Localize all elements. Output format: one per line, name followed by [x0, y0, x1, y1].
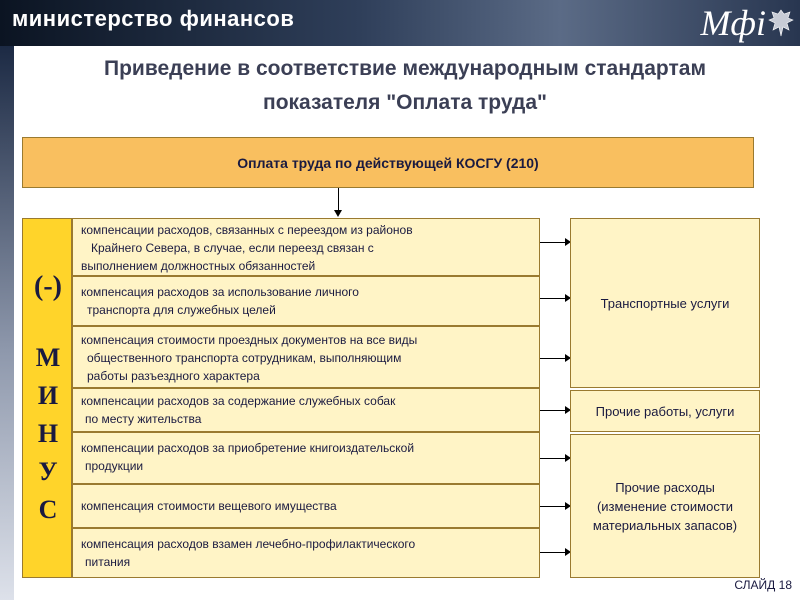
category-other-works: Прочие работы, услуги	[570, 390, 760, 432]
deduction-item-1: компенсации расходов, связанных с переез…	[72, 218, 540, 276]
right-arrow-icon	[565, 238, 571, 246]
item-line: компенсация стоимости проездных документ…	[81, 333, 418, 347]
item-line: компенсации расходов, связанных с переез…	[81, 223, 413, 237]
item-line: компенсации расходов за приобретение кни…	[81, 441, 415, 455]
minus-letter: С	[38, 495, 58, 524]
down-connector-line	[338, 188, 339, 212]
right-arrow-icon	[565, 548, 571, 556]
minus-word: М И Н У С	[23, 339, 73, 529]
ministry-logo: Мфi	[700, 3, 766, 43]
item-line: компенсация стоимости вещевого имущества	[81, 499, 337, 513]
arrow-line	[540, 242, 566, 243]
item-line: Крайнего Севера, в случае, если переезд …	[91, 241, 374, 255]
header-bar: министерство финансов Мфi	[0, 0, 800, 46]
deduction-item-5: компенсации расходов за приобретение кни…	[72, 432, 540, 484]
minus-letter: У	[38, 457, 58, 486]
deduction-item-4: компенсации расходов за содержание служе…	[72, 388, 540, 432]
right-arrow-icon	[565, 502, 571, 510]
right-arrow-icon	[565, 294, 571, 302]
category-other-expenses: Прочие расходы (изменение стоимости мате…	[570, 434, 760, 578]
category-label: материальных запасов)	[592, 517, 738, 533]
item-line: питания	[85, 555, 131, 569]
left-decor-stripe	[0, 46, 14, 600]
down-arrow-icon	[334, 210, 342, 217]
category-label: (изменение стоимости	[596, 498, 734, 514]
slide-title-line-1: Приведение в соответствие международным …	[104, 57, 706, 80]
slide-number: СЛАЙД 18	[734, 578, 792, 592]
item-line: выполнением должностных обязанностей	[81, 259, 316, 273]
slide-title-line-2: показателя "Оплата труда"	[263, 91, 547, 114]
arrow-line	[540, 552, 566, 553]
eagle-emblem-icon	[768, 9, 794, 37]
arrow-line	[540, 458, 566, 459]
category-label: Транспортные услуги	[600, 295, 730, 311]
arrow-line	[540, 298, 566, 299]
category-label: Прочие расходы	[615, 479, 715, 495]
ministry-name: министерство финансов	[12, 6, 295, 31]
category-transport-services: Транспортные услуги	[570, 218, 760, 388]
deduction-item-3: компенсация стоимости проездных документ…	[72, 326, 540, 388]
deduction-item-2: компенсация расходов за использование ли…	[72, 276, 540, 326]
minus-sign: (-)	[34, 271, 62, 302]
item-line: продукции	[85, 459, 144, 473]
right-arrow-icon	[565, 406, 571, 414]
minus-letter: М	[35, 343, 61, 372]
arrow-line	[540, 358, 566, 359]
item-line: работы разъездного характера	[87, 369, 260, 383]
arrow-line	[540, 506, 566, 507]
item-line: компенсации расходов за содержание служе…	[81, 394, 396, 408]
item-line: компенсация расходов за использование ли…	[81, 285, 359, 299]
deduction-item-7: компенсация расходов взамен лечебно-проф…	[72, 528, 540, 578]
slide-title: Приведение в соответствие международным …	[20, 52, 790, 120]
minus-letter: И	[37, 381, 59, 410]
deduction-item-6: компенсация стоимости вещевого имущества	[72, 484, 540, 528]
item-line: по месту жительства	[85, 412, 202, 426]
item-line: компенсация расходов взамен лечебно-проф…	[81, 537, 416, 551]
item-line: общественного транспорта сотрудникам, вы…	[87, 351, 402, 365]
minus-letter: Н	[37, 419, 59, 448]
item-line: транспорта для служебных целей	[87, 303, 276, 317]
arrow-line	[540, 410, 566, 411]
top-category-box: Оплата труда по действующей КОСГУ (210)	[22, 137, 754, 188]
category-label: Прочие работы, услуги	[595, 403, 735, 419]
minus-column: (-) М И Н У С	[22, 218, 72, 578]
right-arrow-icon	[565, 354, 571, 362]
right-arrow-icon	[565, 454, 571, 462]
